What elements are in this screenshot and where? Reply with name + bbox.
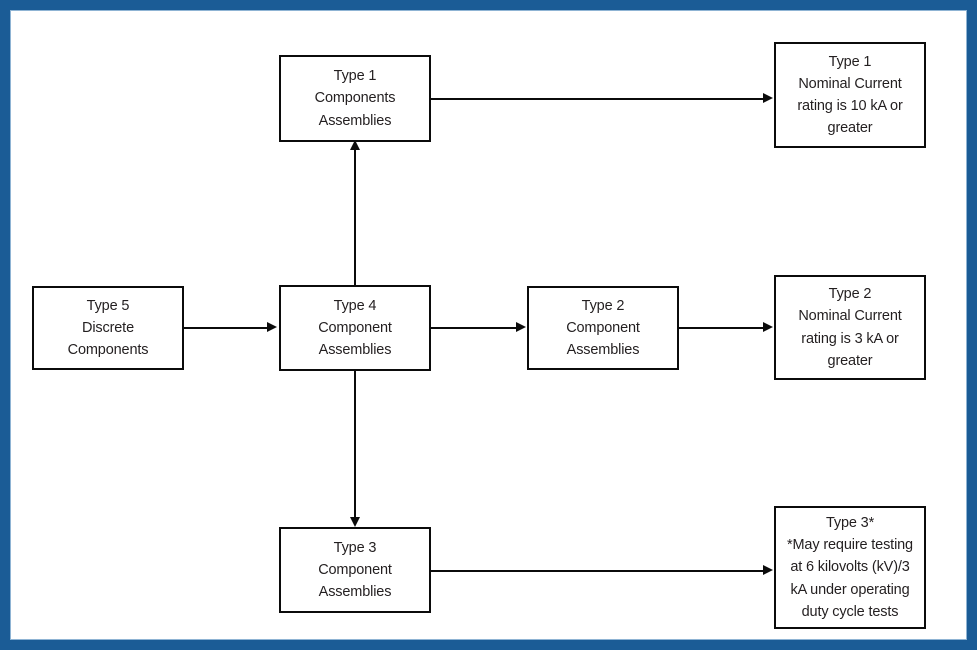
node-line: Discrete	[82, 319, 134, 336]
node-line: Type 1	[333, 68, 377, 85]
arrowhead-type2-to-type2-nominal	[763, 322, 773, 332]
node-line: Nominal Current	[798, 308, 902, 325]
node-line: at 6 kilovolts (kV)/3	[790, 559, 910, 576]
node-line: Type 5	[86, 297, 130, 314]
node-line: Assemblies	[566, 342, 640, 359]
node-line: Components	[314, 90, 396, 107]
node-line: Type 4	[333, 297, 377, 314]
node-line: greater	[827, 120, 873, 137]
node-line: Components	[67, 342, 149, 359]
node-line: Type 2	[828, 286, 872, 303]
node-line: Type 3*	[825, 515, 875, 532]
connector-type1-to-type1-nominal	[431, 98, 765, 100]
connector-type5-to-type4	[184, 327, 269, 329]
arrowhead-type1-to-type1-nominal	[763, 93, 773, 103]
node-line: Type 3	[333, 539, 377, 556]
node-line: Component	[318, 561, 392, 578]
node-line: greater	[827, 352, 873, 369]
node-line: Type 1	[828, 53, 872, 70]
node-line: kA under operating	[790, 581, 910, 598]
node-type3-component-assemblies[interactable]: Type 3 Component Assemblies	[279, 527, 431, 613]
node-type1-nominal-current[interactable]: Type 1 Nominal Current rating is 10 kA o…	[774, 42, 926, 148]
node-line: Assemblies	[318, 112, 392, 129]
node-type5-discrete-components[interactable]: Type 5 Discrete Components	[32, 286, 184, 370]
node-type2-nominal-current[interactable]: Type 2 Nominal Current rating is 3 kA or…	[774, 275, 926, 380]
node-type2-component-assemblies[interactable]: Type 2 Component Assemblies	[527, 286, 679, 370]
node-line: rating is 3 kA or	[801, 330, 899, 347]
node-line: Nominal Current	[798, 75, 902, 92]
node-type4-component-assemblies[interactable]: Type 4 Component Assemblies	[279, 285, 431, 371]
connector-type4-to-type2	[431, 327, 518, 329]
node-type3-testing-note[interactable]: Type 3* *May require testing at 6 kilovo…	[774, 506, 926, 629]
node-line: Type 2	[581, 297, 625, 314]
node-type1-components[interactable]: Type 1 Components Assemblies	[279, 55, 431, 142]
node-line: Component	[318, 319, 392, 336]
arrowhead-type5-to-type4	[267, 322, 277, 332]
arrowhead-type3-to-type3-note	[763, 565, 773, 575]
arrowhead-type4-to-type3	[350, 517, 360, 527]
node-line: Assemblies	[318, 584, 392, 601]
frame-bottom-margin	[0, 650, 977, 656]
node-line: *May require testing	[787, 537, 913, 554]
node-line: duty cycle tests	[801, 603, 899, 620]
connector-type2-to-type2-nominal	[679, 327, 765, 329]
node-line: Component	[566, 319, 640, 336]
connector-type4-to-type3	[354, 371, 356, 519]
arrowhead-type4-to-type2	[516, 322, 526, 332]
node-line: rating is 10 kA or	[797, 98, 903, 114]
node-line: Assemblies	[318, 342, 392, 359]
connector-type3-to-type3-note	[431, 570, 765, 572]
connector-type4-to-type1	[354, 148, 356, 285]
